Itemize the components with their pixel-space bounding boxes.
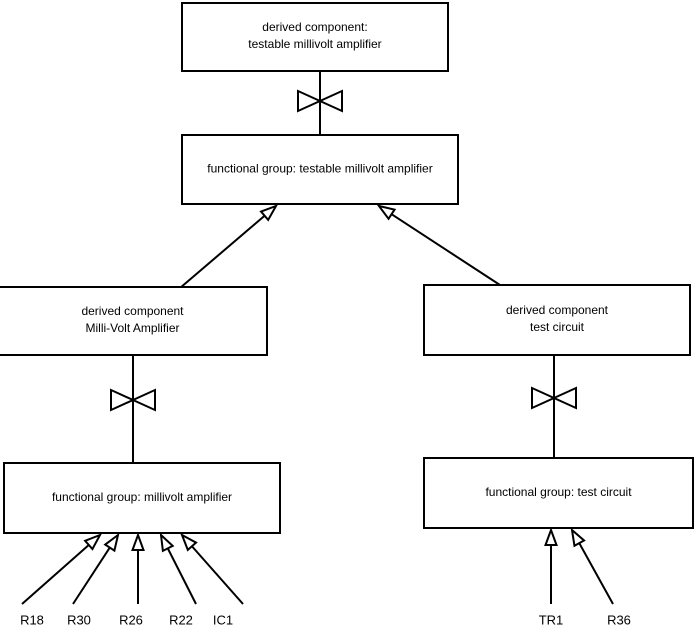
arrow-head-icon (259, 204, 279, 222)
node-box[interactable] (0, 286, 268, 356)
node-derived-testable-millivolt-amplifier[interactable]: derived component: testable millivolt amp… (181, 2, 449, 72)
bowtie-right-triangle (130, 388, 156, 412)
arrow-shaft (191, 545, 244, 605)
arrow-tr1-to-fg-tc (544, 527, 558, 604)
arrow-r30-to-fg-mv (72, 532, 120, 605)
leaf-label-tr1: TR1 (539, 612, 564, 627)
node-derived-test-circuit[interactable]: derived component test circuit (423, 284, 691, 356)
node-box[interactable] (3, 462, 281, 534)
leaf-label-r36: R36 (607, 612, 631, 627)
bowtie-right-triangle (551, 386, 577, 410)
leaf-label-ic1: IC1 (213, 612, 233, 627)
arrow-layer (21, 204, 614, 605)
node-label-line1: functional group: test circuit (485, 485, 632, 499)
arrow-shaft (166, 547, 197, 605)
node-label-line1: derived component (506, 303, 609, 317)
arrow-head-icon (83, 533, 103, 551)
connector-layer (132, 71, 555, 463)
arrow-tc-to-testable (376, 204, 501, 286)
arrow-ic1-to-fg-mv (180, 532, 244, 605)
node-label-line2: testable millivolt amplifier (248, 37, 381, 51)
arrow-head-icon (544, 527, 558, 546)
arrow-head-icon (570, 527, 586, 548)
arrow-shaft (72, 547, 111, 605)
bowtie-left-triangle (110, 388, 136, 412)
arrow-shaft (578, 542, 614, 605)
node-fg-testable-millivolt-amplifier[interactable]: functional group: testable millivolt amp… (181, 134, 459, 205)
node-label-line1: functional group: millivolt amplifier (52, 490, 232, 504)
bowtie-right-triangle (317, 89, 343, 113)
arrow-head-icon (159, 532, 175, 553)
arrow-shaft (179, 214, 266, 289)
arrow-r36-to-fg-tc (570, 527, 614, 605)
arrow-r18-to-fg-mv (21, 533, 103, 605)
leaf-label-r18: R18 (20, 612, 44, 627)
bowtie-left-triangle (297, 89, 323, 113)
leaf-label-r30: R30 (67, 612, 91, 627)
node-box[interactable] (181, 134, 459, 205)
arrow-r22-to-fg-mv (159, 532, 197, 605)
bowtie-left-triangle (531, 386, 557, 410)
arrow-shaft (391, 213, 501, 286)
node-label-line1: functional group: testable millivolt amp… (207, 162, 432, 176)
arrow-mv-to-testable (179, 204, 279, 289)
node-label-line1: derived component: (262, 20, 367, 34)
node-box[interactable] (423, 457, 694, 529)
node-label-line2: Milli-Volt Amplifier (85, 321, 179, 335)
arrow-head-icon (131, 532, 145, 551)
arrow-r26-to-fg-mv (131, 532, 145, 604)
node-label-line2: test circuit (530, 320, 585, 334)
node-box[interactable] (181, 2, 449, 72)
bowtie-valve-symbol (110, 388, 156, 412)
arrow-shaft (21, 544, 90, 605)
arrow-head-icon (180, 532, 198, 552)
node-fg-millivolt-amplifier[interactable]: functional group: millivolt amplifier (3, 462, 281, 534)
leaf-label-layer: R18 R30 R26 R22 IC1 TR1 R36 (20, 612, 631, 627)
node-layer: derived component: testable millivolt amp… (0, 2, 694, 534)
bowtie-valve-symbol (531, 386, 577, 410)
bowtie-valve-symbol (297, 89, 343, 113)
leaf-label-r26: R26 (119, 612, 143, 627)
leaf-label-r22: R22 (169, 612, 193, 627)
arrow-head-icon (376, 204, 397, 221)
arrow-head-icon (103, 532, 120, 553)
node-fg-test-circuit[interactable]: functional group: test circuit (423, 457, 694, 529)
node-box[interactable] (423, 284, 691, 356)
node-label-line1: derived component (81, 304, 184, 318)
bowtie-symbol-layer (110, 89, 577, 412)
